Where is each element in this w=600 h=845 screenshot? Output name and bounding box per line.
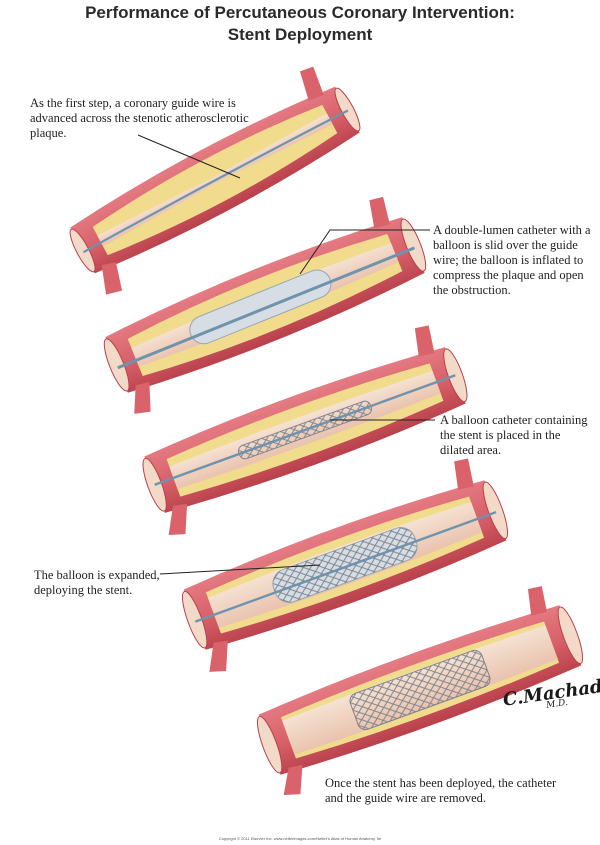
leader-line-1 (137, 134, 241, 179)
vessel-step-3 (142, 325, 468, 535)
branch-vessel (134, 381, 151, 414)
vessel-opening (400, 218, 427, 272)
copyright-footer: Copyright © 2011 Elsevier Inc. www.nette… (218, 836, 382, 841)
branch-vessel (168, 503, 188, 535)
vessel-opening (482, 481, 509, 540)
branch-vessel (299, 66, 324, 101)
expanded-stent (272, 527, 418, 603)
vessel-step-1 (69, 66, 361, 295)
callout-step-1: As the first step, a coronary guide wire… (30, 96, 249, 140)
callout-step-3: A balloon catheter containing the stent … (440, 413, 588, 457)
callout-step-5: Once the stent has been deployed, the ca… (325, 776, 557, 805)
vessel-opening (557, 606, 584, 665)
branch-vessel (454, 458, 474, 490)
vessel-step-5 (256, 586, 584, 795)
leader-line-4 (159, 564, 321, 575)
vessel-step-4 (181, 458, 509, 672)
vessel-step-2 (103, 196, 427, 414)
callout-step-2: A double-lumen catheter with a balloon i… (433, 223, 591, 297)
branch-vessel (209, 640, 228, 672)
guide-wire (82, 109, 349, 254)
deployed-stent (349, 649, 491, 731)
catheter (194, 511, 497, 623)
branch-vessel (414, 325, 435, 357)
catheter (154, 374, 456, 486)
vessel-opening (103, 338, 130, 392)
title-line-2: Stent Deployment (227, 25, 373, 44)
figure-title: Performance of Percutaneous Coronary Int… (0, 2, 600, 46)
branch-vessel (283, 764, 303, 795)
vessel-opening (181, 590, 208, 649)
leader-line-2 (299, 229, 430, 275)
vessel-opening (69, 228, 96, 273)
branch-vessel (369, 196, 390, 229)
catheter (117, 246, 416, 370)
callout-step-4: The balloon is expanded, deploying the s… (34, 568, 160, 597)
vessel-opening (256, 715, 283, 774)
branch-vessel (101, 262, 123, 295)
title-line-1: Performance of Percutaneous Coronary Int… (85, 3, 515, 22)
branch-vessel (527, 586, 547, 616)
